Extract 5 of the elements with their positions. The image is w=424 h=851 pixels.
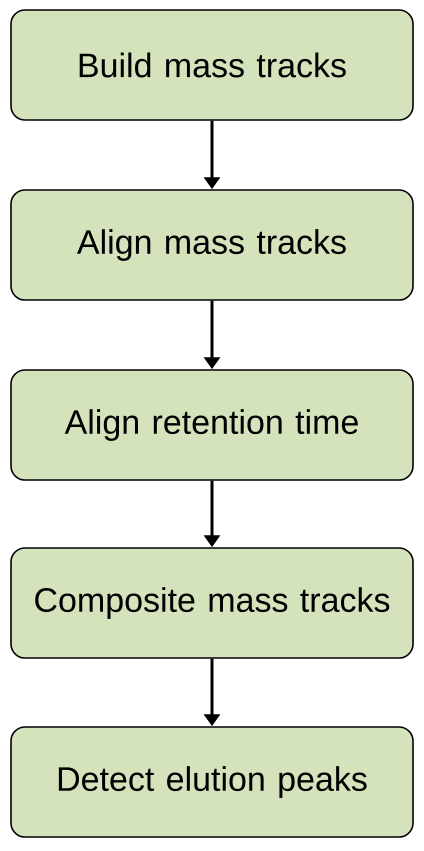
process-box: Composite mass tracks [10, 547, 414, 659]
process-box: Detect elution peaks [10, 726, 414, 838]
process-box: Align retention time [10, 369, 414, 481]
process-box: Build mass tracks [10, 9, 414, 121]
process-box: Align mass tracks [10, 189, 414, 301]
